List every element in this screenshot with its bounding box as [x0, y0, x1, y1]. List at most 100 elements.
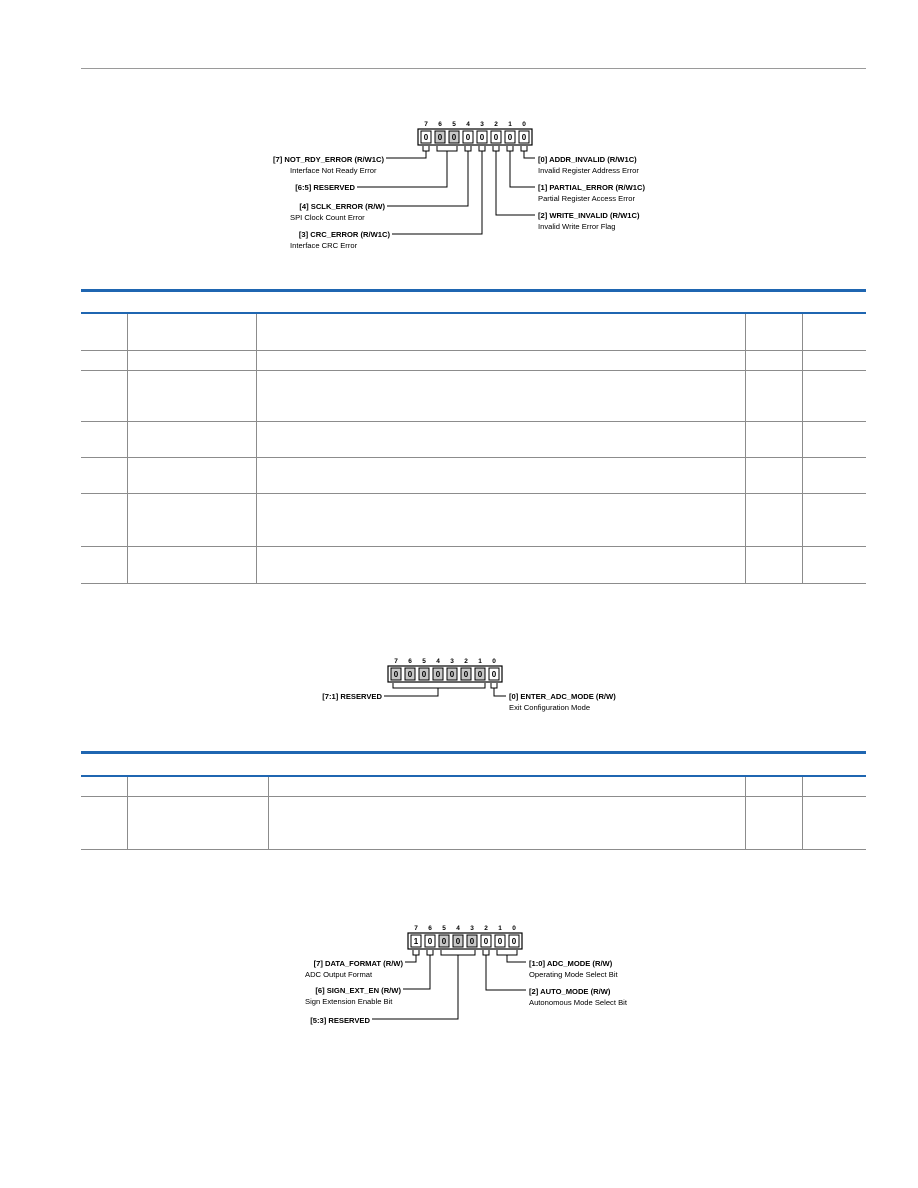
bit-number: 4: [466, 121, 470, 128]
bit-cell: [452, 934, 464, 948]
column-divider: [745, 314, 746, 584]
bit-number: 2: [484, 925, 488, 932]
table-header-row: [81, 777, 866, 797]
bit-value: 0: [480, 133, 485, 142]
field-label-bit2: [2] AUTO_MODE (R/W): [529, 987, 611, 996]
bit-number: 2: [464, 658, 468, 665]
bit-value: 0: [442, 937, 447, 946]
table-row: [81, 351, 866, 371]
field-label-bits7-1: [7:1] RESERVED: [322, 692, 382, 701]
field-label-bit3: [3] CRC_ERROR (R/W1C): [299, 230, 391, 239]
bit-cell: [488, 667, 500, 681]
reserved-bit-shade: [447, 668, 457, 680]
field-label-bit6: [6] SIGN_EXT_EN (R/W): [315, 986, 401, 995]
bit-number: 3: [480, 121, 484, 128]
column-divider: [268, 777, 269, 850]
bit-cell: [474, 667, 486, 681]
bit-cell: [448, 130, 460, 144]
bit-number: 0: [512, 925, 516, 932]
bit-value: 1: [414, 937, 419, 946]
bit-cell: [390, 667, 402, 681]
bit-number: 3: [450, 658, 454, 665]
bit-value: 0: [478, 670, 483, 679]
bit-number: 3: [470, 925, 474, 932]
field-desc-bit2: Invalid Write Error Flag: [538, 222, 616, 231]
register-bit-diagram-1: 7 6 5 4 3 2 1 0 0 0 0 0 0 0 0 0: [273, 121, 645, 250]
field-desc-bit6: Sign Extension Enable Bit: [305, 997, 393, 1006]
bit-value: 0: [452, 133, 457, 142]
bit-cell: [434, 130, 446, 144]
bit-cell: [508, 934, 520, 948]
table-row: [81, 797, 866, 850]
bit-number: 7: [424, 121, 428, 128]
bit-value: 0: [408, 670, 413, 679]
bit-value: 0: [484, 937, 489, 946]
reserved-bit-shade: [449, 131, 459, 143]
field-desc-bit2: Autonomous Mode Select Bit: [529, 998, 628, 1007]
column-divider: [745, 777, 746, 850]
field-desc-bits1-0: Operating Mode Select Bit: [529, 970, 619, 979]
field-label-bit2: [2] WRITE_INVALID (R/W1C): [538, 211, 640, 220]
bit-value: 0: [394, 670, 399, 679]
bit-number: 7: [394, 658, 398, 665]
column-divider: [127, 314, 128, 584]
reserved-bit-shade: [435, 131, 445, 143]
bit-cell: [460, 667, 472, 681]
register-bit-diagram-2: 7 6 5 4 3 2 1 0 0 0 0 0 0 0 0 0: [322, 658, 616, 712]
field-desc-bit0: Exit Configuration Mode: [509, 703, 590, 712]
bit-cell: [418, 667, 430, 681]
register-table-2: [81, 777, 866, 850]
leader-lines-2: [384, 683, 506, 697]
table-row: [81, 371, 866, 422]
column-divider: [127, 777, 128, 850]
leader-lines-3: [372, 950, 526, 1020]
bit-number: 0: [522, 121, 526, 128]
bit-value: 0: [422, 670, 427, 679]
bit-value: 0: [456, 937, 461, 946]
bit-cell: [490, 130, 502, 144]
bit-number: 1: [478, 658, 482, 665]
bit-cell: [466, 934, 478, 948]
bit-number: 1: [498, 925, 502, 932]
leader-lines-1: [357, 146, 535, 235]
bit-value: 0: [466, 133, 471, 142]
reserved-bit-shade: [419, 668, 429, 680]
table-2-top-bar: [81, 751, 866, 754]
bit-cell: [438, 934, 450, 948]
bit-value: 0: [436, 670, 441, 679]
field-desc-bit1: Partial Register Access Error: [538, 194, 636, 203]
bit-cell: [410, 934, 422, 948]
register-frame: [407, 932, 523, 950]
bit-value: 0: [498, 937, 503, 946]
bit-number: 2: [494, 121, 498, 128]
bit-value: 0: [464, 670, 469, 679]
bit-value: 0: [508, 133, 513, 142]
reserved-bit-shade: [405, 668, 415, 680]
reserved-bit-shade: [391, 668, 401, 680]
register-frame: [387, 665, 503, 683]
field-label-bit0: [0] ADDR_INVALID (R/W1C): [538, 155, 637, 164]
bit-number: 5: [442, 925, 446, 932]
reserved-bit-shade: [461, 668, 471, 680]
register-frame: [417, 128, 533, 146]
table-row: [81, 494, 866, 547]
table-1-header-rule: [81, 312, 866, 314]
bit-cell: [504, 130, 516, 144]
register-table-1: [81, 314, 866, 584]
reserved-bit-shade: [433, 668, 443, 680]
column-divider: [256, 314, 257, 584]
bit-number: 5: [422, 658, 426, 665]
bit-value: 0: [470, 937, 475, 946]
field-label-bits5-3: [5:3] RESERVED: [310, 1016, 370, 1025]
bit-cell: [480, 934, 492, 948]
bit-value: 0: [424, 133, 429, 142]
field-desc-bit7: ADC Output Format: [305, 970, 373, 979]
field-label-bits6-5: [6:5] RESERVED: [295, 183, 355, 192]
table-row: [81, 458, 866, 494]
bit-numbers-1: 7 6 5 4 3 2 1 0: [424, 121, 526, 128]
bit-cell: [446, 667, 458, 681]
field-desc-bit7: Interface Not Ready Error: [290, 166, 377, 175]
bit-value: 0: [428, 937, 433, 946]
column-divider: [802, 314, 803, 584]
bit-number: 1: [508, 121, 512, 128]
